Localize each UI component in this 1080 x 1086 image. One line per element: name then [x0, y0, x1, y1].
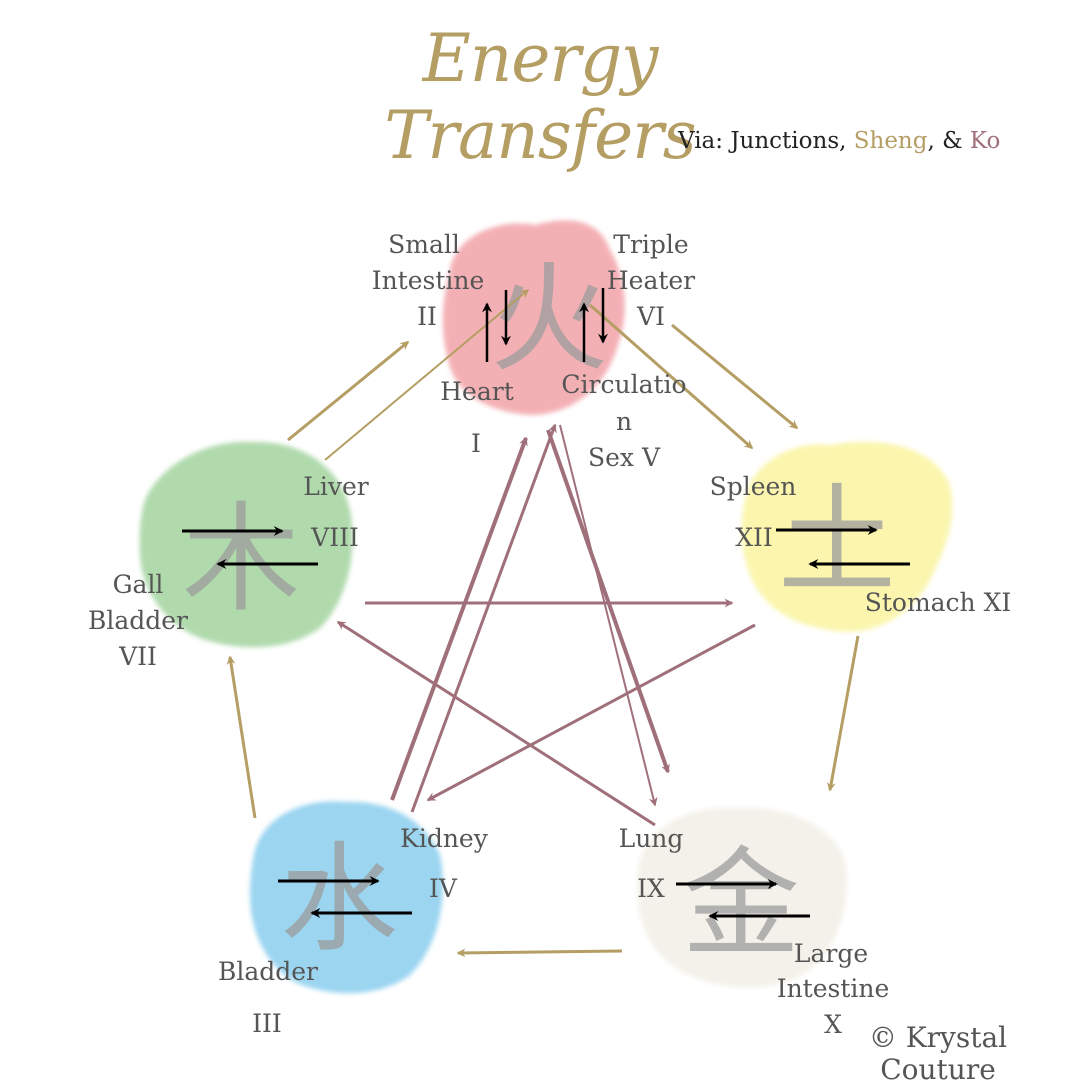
ko-arrows: [336, 423, 756, 827]
sheng-arrow-fire-to-earth-inner: [589, 303, 754, 450]
label-triple-heater-3: VI: [636, 302, 665, 331]
subtitle-sheng: Sheng: [853, 128, 928, 154]
junction-arrows: [182, 288, 910, 921]
label-kidney-2: IV: [429, 874, 458, 903]
sheng-arrow-fire-to-earth: [671, 323, 799, 430]
ko-arrow-water-to-fire-a: [390, 436, 528, 801]
label-stomach: Stomach XI: [865, 588, 1012, 617]
label-liver-1: Liver: [303, 472, 369, 501]
ko-arrow-metal-to-wood: [336, 620, 656, 827]
label-bladder-2: III: [252, 1009, 282, 1038]
sheng-arrow-water-to-wood: [226, 655, 257, 819]
fire-labels: Small Intestine II Triple Heater VI Hear…: [372, 230, 695, 472]
wood-blob: [139, 441, 353, 648]
label-large-intestine-2: Intestine: [777, 974, 890, 1003]
ko-arrow-earth-to-water: [426, 623, 756, 802]
water-blob: [250, 801, 443, 994]
label-small-intestine-3: II: [417, 302, 437, 331]
metal-glyph: 金: [682, 835, 800, 973]
sheng-arrow-earth-to-metal: [826, 635, 860, 792]
sheng-arrow-metal-to-water: [456, 948, 623, 958]
label-gall-bladder-1: Gall: [113, 570, 164, 599]
label-heart-2: I: [471, 429, 481, 458]
label-circulation-3: Sex V: [588, 443, 661, 472]
label-gall-bladder-3: VII: [118, 642, 157, 671]
subtitle-ko: Ko: [969, 128, 1001, 154]
label-liver-2: VIII: [310, 523, 359, 552]
label-lung-1: Lung: [619, 824, 684, 853]
ko-arrow-fire-to-metal-a: [559, 424, 658, 807]
fire-glyph: 火: [490, 250, 608, 388]
ko-arrow-fire-to-metal-b: [546, 429, 670, 774]
earth-labels: Spleen XII Stomach XI: [710, 472, 1012, 617]
water-labels: Kidney IV Bladder III: [218, 824, 489, 1038]
copyright: © Krystal Couture: [868, 1022, 1008, 1086]
label-heart-1: Heart: [440, 377, 514, 406]
label-triple-heater-1: Triple: [613, 230, 688, 259]
label-triple-heater-2: Heater: [607, 266, 695, 295]
fire-blob: [442, 220, 625, 415]
sheng-arrow-wood-to-fire: [287, 340, 410, 442]
copyright-line-1: © Krystal: [868, 1021, 1008, 1054]
ko-arrow-water-to-fire-b: [410, 423, 557, 813]
label-kidney-1: Kidney: [400, 824, 489, 853]
label-spleen-1: Spleen: [710, 472, 797, 501]
water-glyph: 水: [280, 830, 398, 968]
label-gall-bladder-2: Bladder: [88, 606, 188, 635]
wood-glyph: 木: [182, 490, 300, 628]
copyright-line-2: Couture: [880, 1053, 996, 1086]
diagram-subtitle: Via: Junctions, Sheng, & Ko: [678, 128, 1000, 154]
label-circulation-2: n: [616, 407, 632, 436]
subtitle-prefix: Via: Junctions,: [678, 128, 854, 154]
wood-labels: Liver VIII Gall Bladder VII: [88, 472, 369, 671]
subtitle-amp: , &: [927, 128, 970, 154]
earth-glyph: 土: [778, 472, 896, 610]
label-large-intestine-1: Large: [794, 939, 868, 968]
diagram-title: Energy Transfers: [384, 20, 696, 174]
label-spleen-2: XII: [735, 523, 773, 552]
label-lung-2: IX: [637, 874, 665, 903]
earth-blob: [741, 441, 953, 632]
metal-blob: [636, 807, 847, 988]
sheng-arrow-wood-to-fire-inner: [324, 289, 530, 461]
label-small-intestine-1: Small: [388, 230, 460, 259]
label-bladder-1: Bladder: [218, 957, 318, 986]
sheng-arrows: [226, 289, 860, 958]
metal-labels: Lung IX Large Intestine X: [619, 824, 890, 1039]
label-large-intestine-3: X: [824, 1010, 842, 1039]
label-circulation-1: Circulatio: [561, 370, 686, 399]
label-small-intestine-2: Intestine: [372, 266, 485, 295]
